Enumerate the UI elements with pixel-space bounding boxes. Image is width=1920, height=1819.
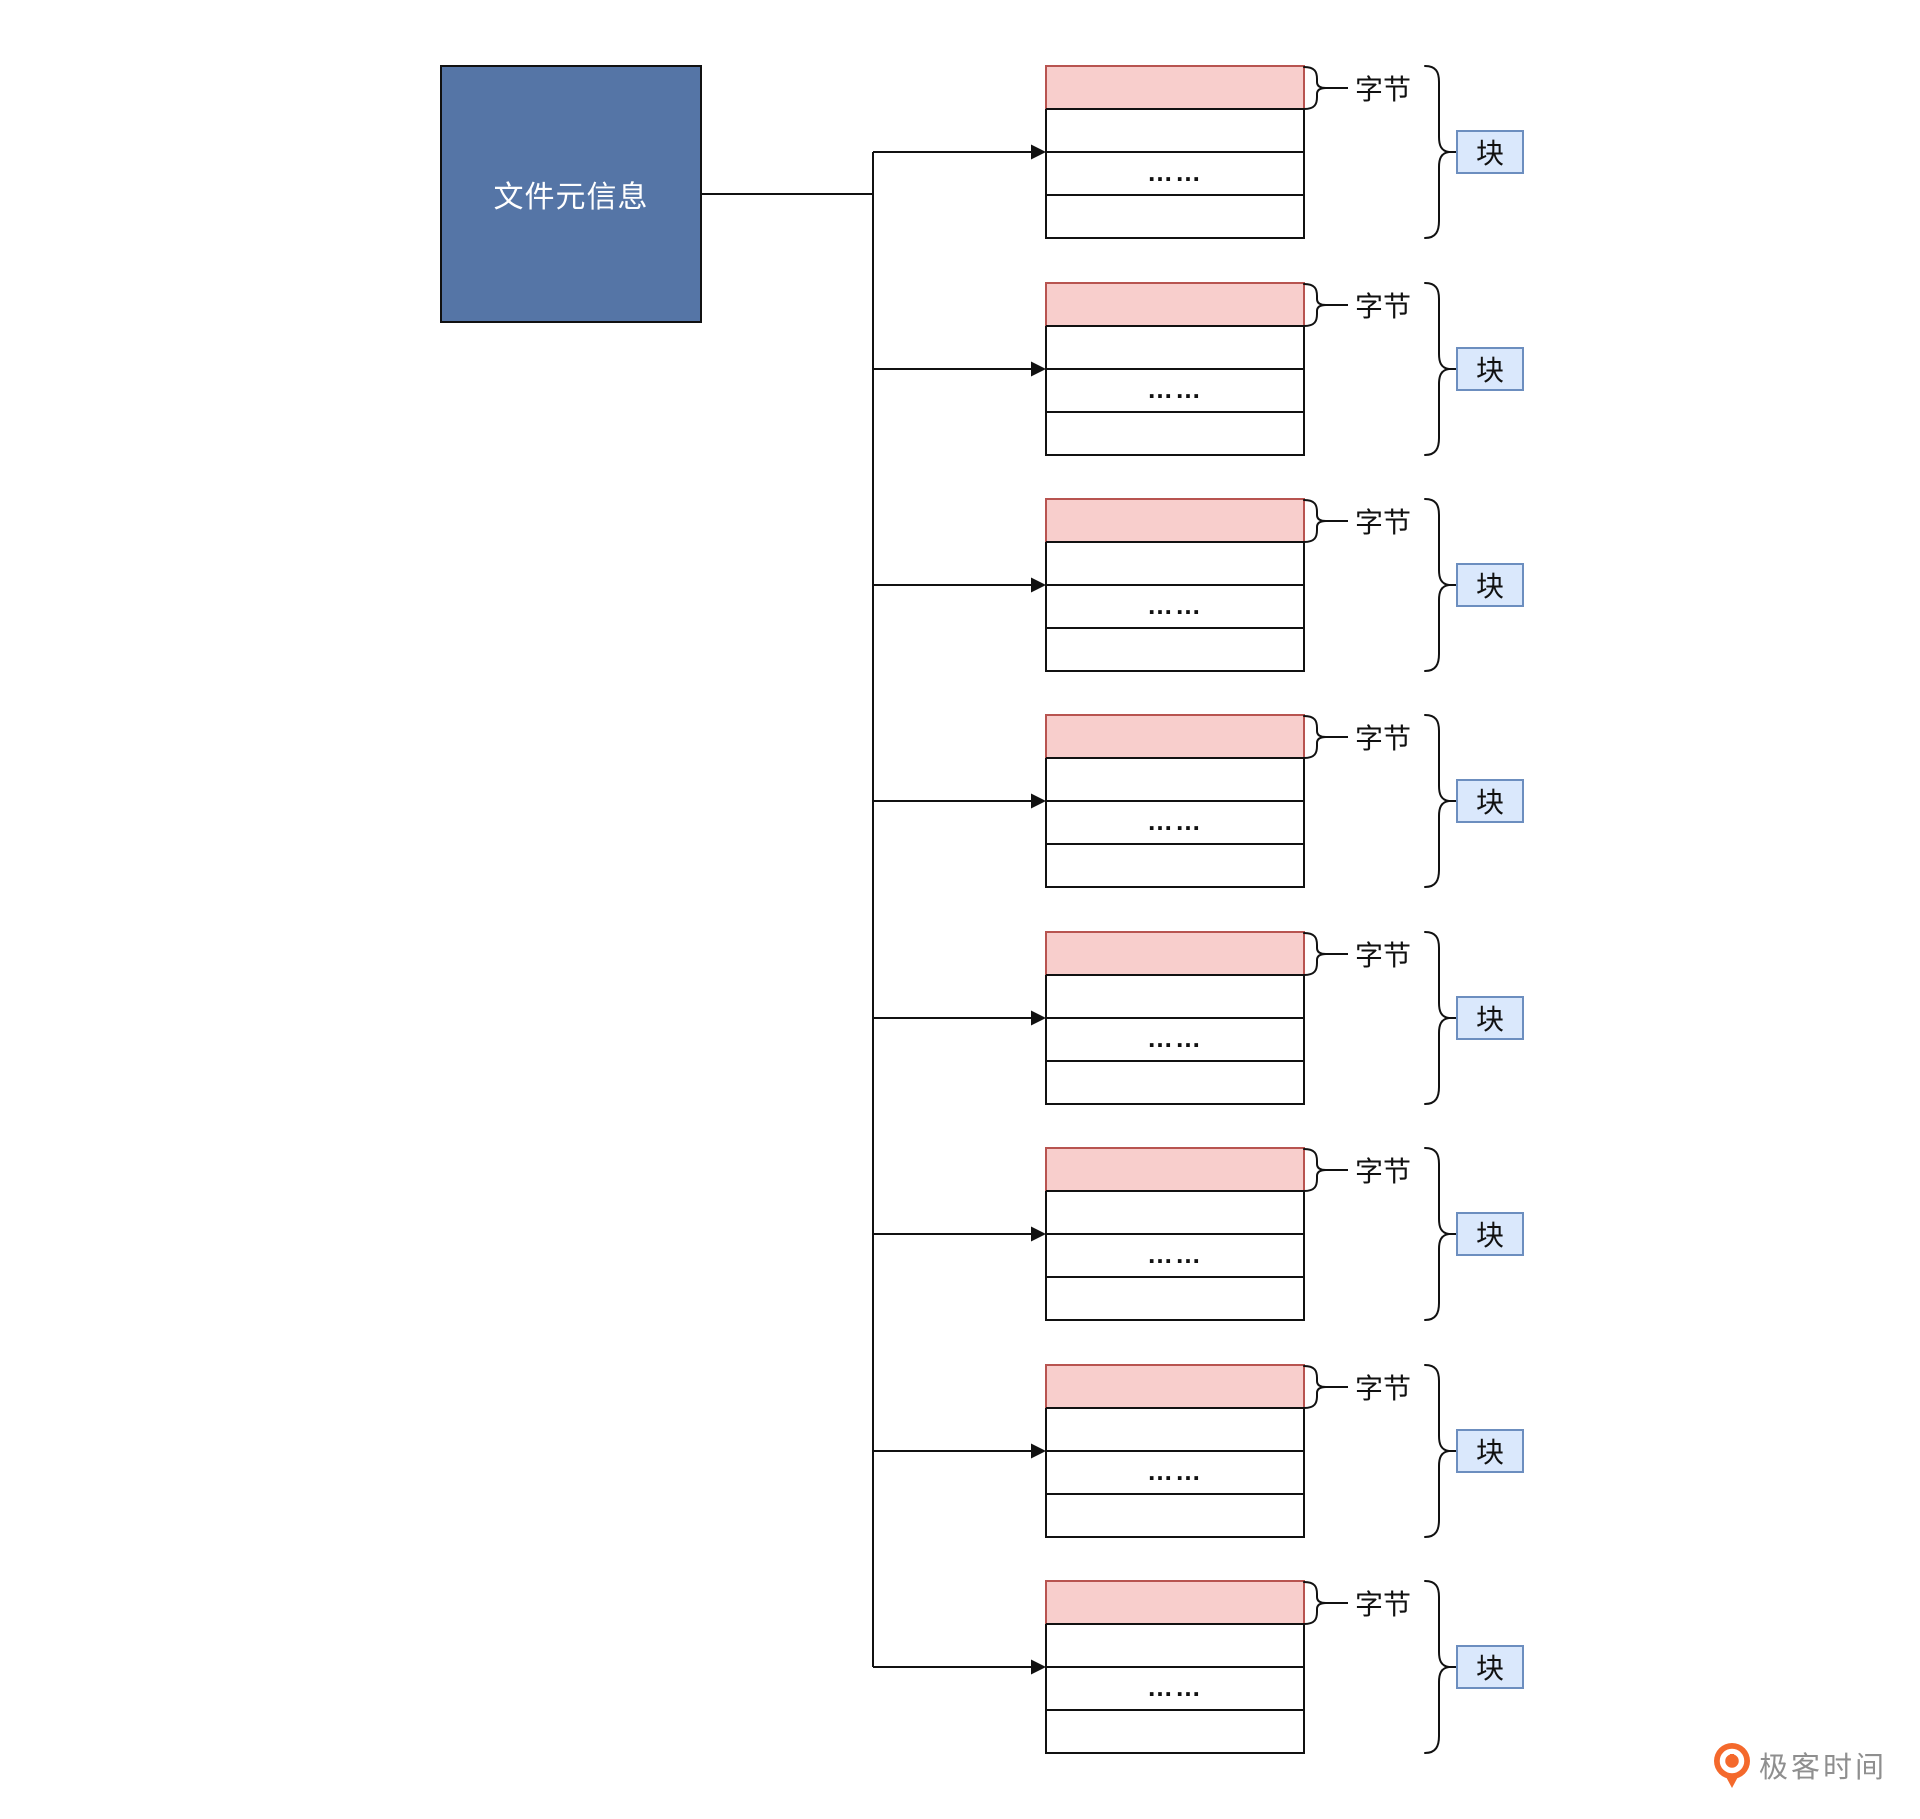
brand-footer: 极客时间 <box>1713 1740 1887 1790</box>
block-badge-label: 块 <box>1475 1653 1504 1684</box>
block-group-7: …… 字节 块 <box>1045 1364 1535 1540</box>
table-ellipsis: …… <box>1147 1239 1203 1269</box>
byte-label: 字节 <box>1355 507 1412 538</box>
table-ellipsis: …… <box>1147 1456 1203 1486</box>
byte-label: 字节 <box>1355 723 1412 754</box>
block-badge: 块 <box>1456 347 1524 391</box>
geektime-logo-icon <box>1714 1742 1750 1788</box>
byte-label: 字节 <box>1355 291 1412 322</box>
byte-label: 字节 <box>1355 1373 1412 1404</box>
block-badge-label: 块 <box>1475 787 1504 818</box>
block-badge: 块 <box>1456 130 1524 174</box>
block-group-5: …… 字节 块 <box>1045 931 1535 1107</box>
table-ellipsis: …… <box>1147 590 1203 620</box>
block-group-6: …… 字节 块 <box>1045 1147 1535 1323</box>
block-group-1: …… 字节 块 <box>1045 65 1535 241</box>
table-ellipsis: …… <box>1147 1672 1203 1702</box>
block-badge-label: 块 <box>1475 571 1504 602</box>
byte-label: 字节 <box>1355 1589 1412 1620</box>
block-badge-label: 块 <box>1475 1437 1504 1468</box>
block-group-8: …… 字节 块 <box>1045 1580 1535 1756</box>
byte-label: 字节 <box>1355 74 1412 105</box>
file-metadata-box: 文件元信息 <box>440 65 702 323</box>
block-badge: 块 <box>1456 563 1524 607</box>
byte-label: 字节 <box>1355 1156 1412 1187</box>
block-badge-label: 块 <box>1475 138 1504 169</box>
block-badge-label: 块 <box>1475 1004 1504 1035</box>
table-ellipsis: …… <box>1147 157 1203 187</box>
block-badge-label: 块 <box>1475 355 1504 386</box>
block-badge: 块 <box>1456 1212 1524 1256</box>
arrowheads <box>1031 144 1046 1675</box>
file-metadata-label: 文件元信息 <box>493 181 649 214</box>
block-badge: 块 <box>1456 1429 1524 1473</box>
table-ellipsis: …… <box>1147 1023 1203 1053</box>
brand-text: 极客时间 <box>1759 1752 1888 1784</box>
table-ellipsis: …… <box>1147 806 1203 836</box>
block-badge-label: 块 <box>1475 1220 1504 1251</box>
block-badge: 块 <box>1456 1645 1524 1689</box>
block-group-3: …… 字节 块 <box>1045 498 1535 674</box>
table-ellipsis: …… <box>1147 374 1203 404</box>
byte-label: 字节 <box>1355 940 1412 971</box>
block-group-4: …… 字节 块 <box>1045 714 1535 890</box>
block-group-2: …… 字节 块 <box>1045 282 1535 458</box>
block-badge: 块 <box>1456 996 1524 1040</box>
block-badge: 块 <box>1456 779 1524 823</box>
